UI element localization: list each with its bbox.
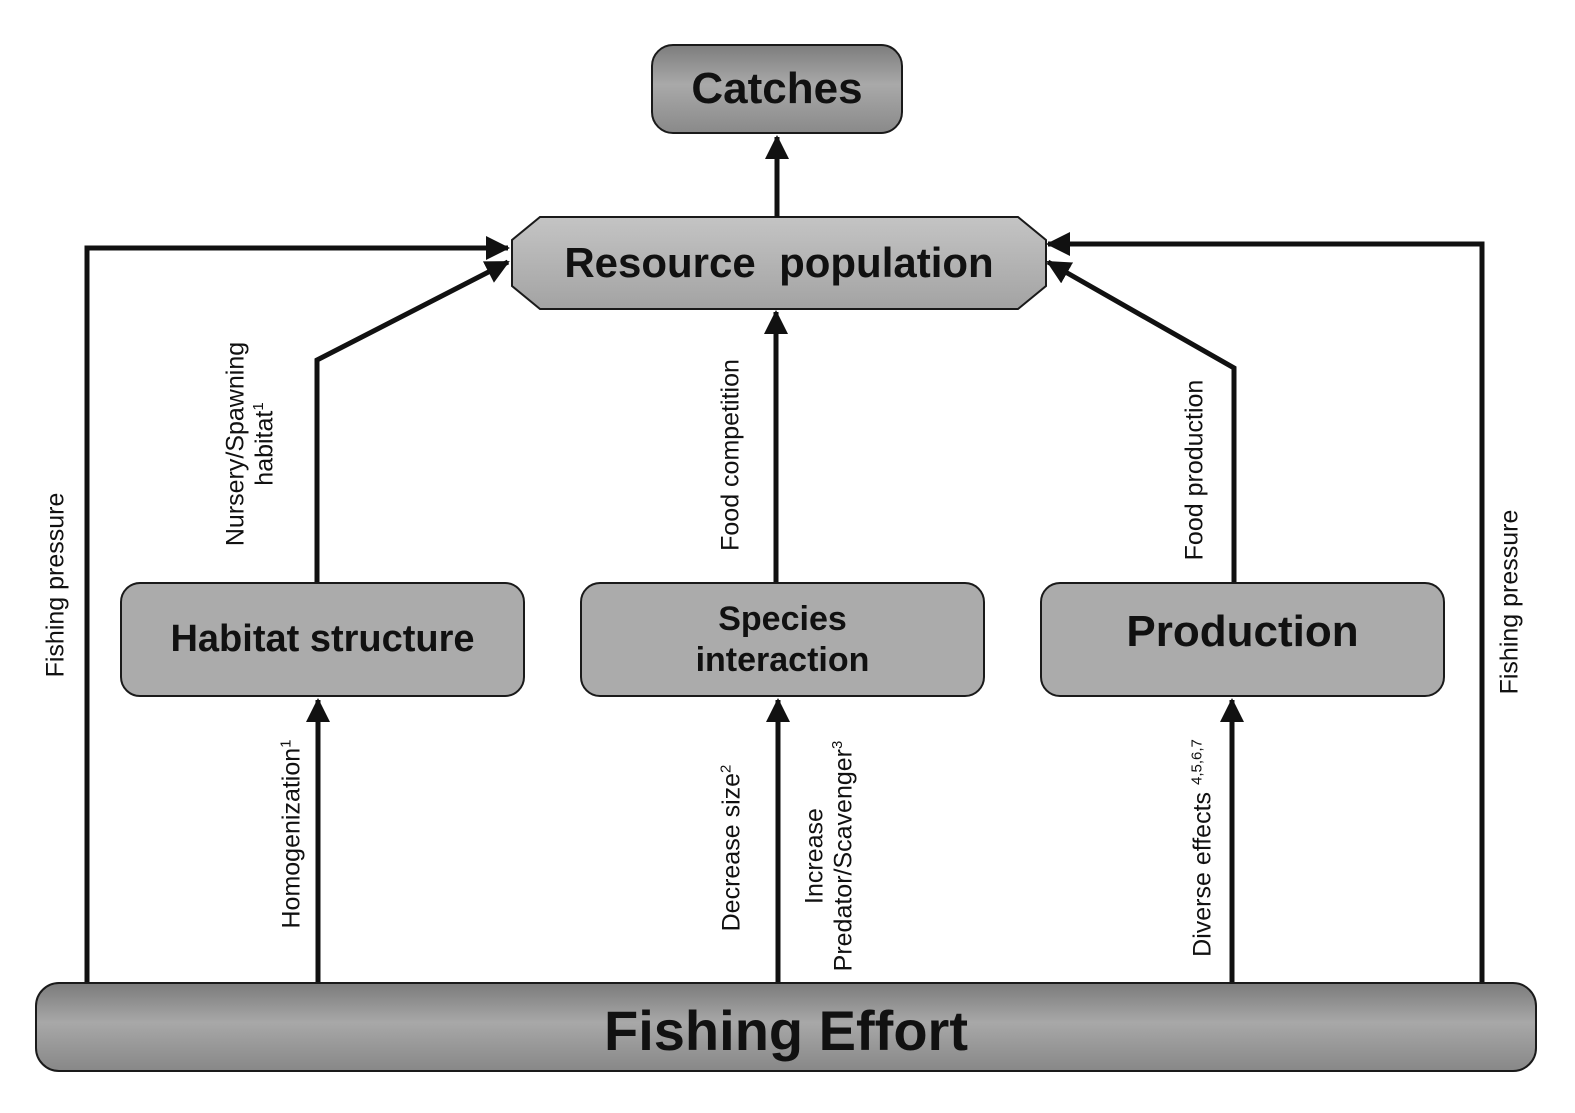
increase-predator-label: Increase Predator/Scavenger3 [800,741,858,972]
habitat-structure-node: Habitat structure [120,582,525,697]
homogenization-sup: 1 [277,739,295,748]
species-interaction-node: Species interaction [580,582,985,697]
food-production-label: Food production [1181,380,1210,561]
fishing-effort-label: Fishing Effort [604,998,968,1062]
food-production-text: Food production [1180,379,1209,561]
nursery-spawning-label: Nursery/Spawning habitat1 [221,342,279,546]
arrow-fishing-pressure-right [1046,232,1485,982]
resource-population-node [511,216,1047,310]
decrease-size-text: Decrease size [717,772,746,932]
nursery-line2-text: habitat [250,410,278,486]
decrease-size-label: Decrease size2 [717,764,747,932]
diverse-effects-text: Diverse effects [1188,785,1217,957]
increase-line2-text: Predator/Scavenger [829,748,857,972]
species-interaction-line1: Species [718,600,847,639]
catches-label: Catches [691,64,863,113]
arrow-habitat-to-resource [314,259,510,582]
fishing-pressure-right-label: Fishing pressure [1496,510,1525,695]
arrow-fishing-pressure-left [84,236,510,982]
nursery-line1: Nursery/Spawning [221,341,250,547]
increase-line2: Predator/Scavenger3 [829,741,858,972]
fishing-effort-node: Fishing Effort [35,982,1537,1072]
species-interaction-label: Species interaction [696,599,870,679]
fishing-pressure-left-text: Fishing pressure [41,492,70,678]
fishing-pressure-right-text: Fishing pressure [1495,509,1524,695]
nursery-sup: 1 [249,402,267,411]
catches-node: Catches [651,44,903,134]
nursery-line2: habitat1 [250,342,279,546]
habitat-structure-label: Habitat structure [170,618,475,661]
decrease-size-sup: 2 [717,764,735,773]
homogenization-text: Homogenization [277,747,306,929]
diverse-effects-label: Diverse effects 4,5,6,7 [1188,739,1218,957]
increase-sup: 3 [828,740,846,749]
production-label: Production [1126,606,1359,656]
species-interaction-line2: interaction [695,640,870,679]
homogenization-label: Homogenization1 [277,739,307,929]
diverse-effects-sup: 4,5,6,7 [1188,739,1206,786]
food-competition-label: Food competition [717,359,746,551]
arrow-production-to-resource [1046,259,1237,582]
increase-line1: Increase [800,808,829,904]
resource-population-label: Resource population [564,239,994,286]
food-competition-text: Food competition [716,359,745,551]
fishing-pressure-left-label: Fishing pressure [42,493,71,678]
production-node: Production [1040,582,1445,697]
